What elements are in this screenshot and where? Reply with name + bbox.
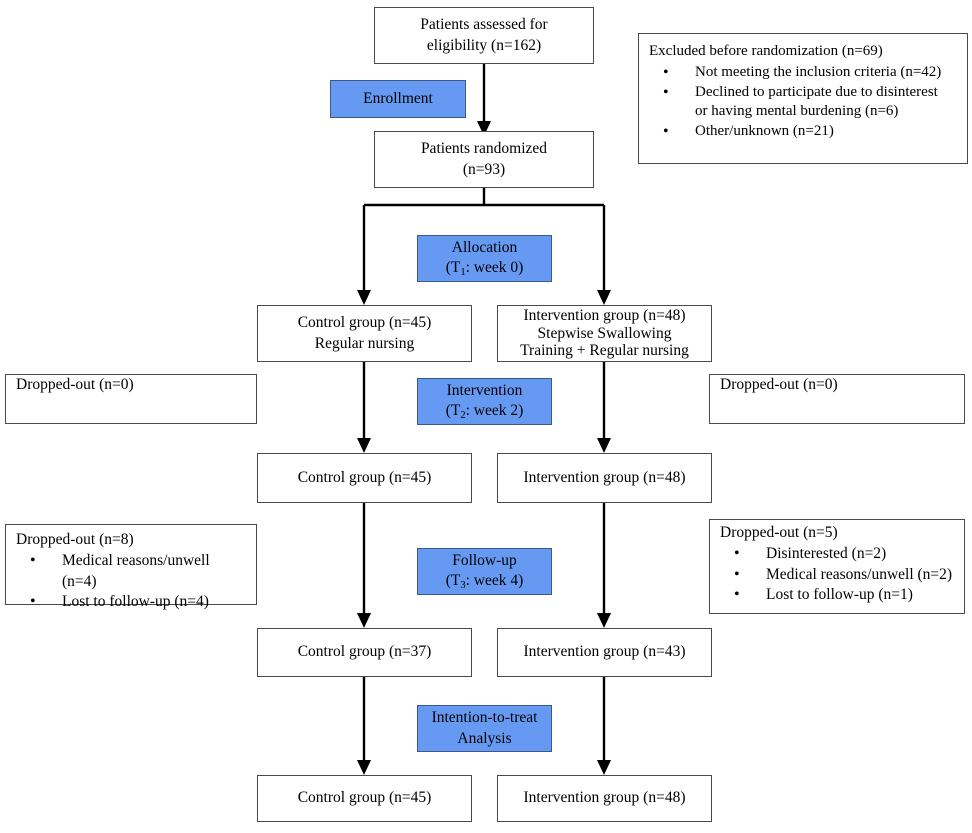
node-patients-randomized: Patients randomized (n=93)	[374, 131, 594, 188]
t2-control-line-1: Control group (n=45)	[297, 468, 432, 486]
dropout-t3-control-heading: Dropped-out (n=8)	[16, 531, 134, 548]
excluded-bullet-2: Other/unknown (n=21)	[695, 123, 834, 140]
stage-label-followup: Follow-up (T3: week 4)	[417, 548, 552, 595]
dropout-t3-control-bullet-list: Medical reasons/unwell (n=4) Lost to fol…	[16, 550, 246, 613]
node-excluded-before-randomization: Excluded before randomization (n=69) Not…	[638, 33, 968, 164]
list-item: Medical reasons/unwell (n=4)	[24, 550, 246, 592]
assessed-line-2: eligibility (n=162)	[426, 36, 542, 54]
stage-label-intervention: Intervention (T2: week 2)	[417, 378, 552, 425]
alloc-intervention-line-2: Stepwise Swallowing	[537, 324, 672, 342]
node-dropout-t3-intervention: Dropped-out (n=5) Disinterested (n=2) Me…	[709, 519, 965, 614]
dropout-t3-control-bullet-1: Lost to follow-up (n=4)	[62, 593, 209, 611]
dropout-t3-intervention-bullet-0: Disinterested (n=2)	[766, 545, 887, 563]
followup-t-post: : week 4)	[465, 571, 524, 589]
intervention-t-pre: (T	[445, 401, 461, 419]
node-allocation-intervention-group: Intervention group (n=48) Stepwise Swall…	[497, 305, 712, 362]
excluded-bullet-1: Declined to participate due to disintere…	[695, 83, 938, 100]
node-itt-control-group: Control group (n=45)	[257, 775, 472, 822]
stage-label-allocation: Allocation (T1: week 0)	[417, 235, 552, 282]
node-t3-control-group: Control group (n=37)	[257, 628, 472, 677]
node-t3-intervention-group: Intervention group (n=43)	[497, 628, 712, 677]
allocation-t-sub: 1	[460, 266, 466, 278]
stage-label-intention-to-treat: Intention-to-treat Analysis	[417, 705, 552, 752]
itt-intervention-line-1: Intervention group (n=48)	[523, 789, 686, 807]
list-item: Other/unknown (n=21)	[657, 121, 957, 142]
t2-intervention-line-1: Intervention group (n=48)	[523, 468, 686, 486]
dropout-t3-intervention-bullet-list: Disinterested (n=2) Medical reasons/unwe…	[720, 543, 954, 606]
followup-t-pre: (T	[445, 571, 461, 589]
itt-label-line-2: Analysis	[457, 729, 512, 747]
dropout-t3-intervention-bullet-1: Medical reasons/unwell (n=2)	[766, 565, 953, 583]
alloc-control-line-2: Regular nursing	[314, 334, 415, 352]
followup-label-line-1: Follow-up	[452, 551, 517, 569]
list-item: Lost to follow-up (n=1)	[728, 584, 954, 606]
excluded-bullet-list: Not meeting the inclusion criteria (n=42…	[649, 62, 957, 142]
randomized-line-2: (n=93)	[462, 160, 506, 178]
node-itt-intervention-group: Intervention group (n=48)	[497, 775, 712, 822]
dropout-t2-intervention-heading: Dropped-out (n=0)	[720, 376, 838, 393]
node-t2-control-group: Control group (n=45)	[257, 453, 472, 503]
node-dropout-t3-control: Dropped-out (n=8) Medical reasons/unwell…	[5, 524, 257, 613]
t3-intervention-line-1: Intervention group (n=43)	[523, 643, 686, 661]
list-item: Not meeting the inclusion criteria (n=42…	[657, 62, 957, 83]
dropout-t3-intervention-heading: Dropped-out (n=5)	[720, 524, 838, 541]
alloc-intervention-line-3: Training + Regular nursing	[520, 342, 689, 360]
node-allocation-control-group: Control group (n=45) Regular nursing	[257, 305, 472, 362]
excluded-bullet-1-cont: or having mental burdening (n=6)	[695, 103, 899, 120]
allocation-label-line-1: Allocation	[451, 238, 518, 256]
followup-t-sub: 3	[460, 579, 466, 591]
alloc-intervention-line-1: Intervention group (n=48)	[523, 307, 686, 325]
list-item: Medical reasons/unwell (n=2)	[728, 564, 954, 586]
node-t2-intervention-group: Intervention group (n=48)	[497, 453, 712, 503]
randomized-line-1: Patients randomized	[420, 140, 548, 158]
enrollment-label: Enrollment	[363, 89, 433, 107]
list-item: Disinterested (n=2)	[728, 543, 954, 565]
t3-control-line-1: Control group (n=37)	[297, 643, 432, 661]
dropout-t2-control-heading: Dropped-out (n=0)	[16, 376, 134, 393]
alloc-control-line-1: Control group (n=45)	[297, 314, 432, 332]
itt-label-line-1: Intention-to-treat	[431, 709, 538, 727]
list-item: Lost to follow-up (n=4)	[24, 591, 246, 613]
itt-control-line-1: Control group (n=45)	[297, 789, 432, 807]
allocation-label-line-2: (T1: week 0)	[446, 258, 524, 280]
node-dropout-t2-control: Dropped-out (n=0)	[5, 374, 257, 424]
allocation-t-post: : week 0)	[465, 258, 524, 276]
intervention-t-post: : week 2)	[465, 401, 524, 419]
stage-label-enrollment: Enrollment	[330, 80, 466, 118]
followup-label-line-2: (T3: week 4)	[446, 571, 524, 593]
excluded-bullet-0: Not meeting the inclusion criteria (n=42…	[695, 63, 942, 80]
excluded-heading: Excluded before randomization (n=69)	[649, 43, 883, 59]
node-assessed-for-eligibility: Patients assessed for eligibility (n=162…	[374, 7, 594, 64]
intervention-label-line-2: (T2: week 2)	[446, 401, 524, 423]
dropout-t3-intervention-bullet-2: Lost to follow-up (n=1)	[766, 586, 913, 604]
intervention-label-line-1: Intervention	[446, 381, 523, 399]
assessed-line-1: Patients assessed for	[420, 16, 548, 34]
intervention-t-sub: 2	[460, 409, 466, 421]
list-item: Declined to participate due to disintere…	[657, 82, 957, 123]
node-dropout-t2-intervention: Dropped-out (n=0)	[709, 374, 965, 424]
allocation-t-pre: (T	[445, 258, 461, 276]
dropout-t3-control-bullet-0: Medical reasons/unwell (n=4)	[62, 552, 210, 590]
